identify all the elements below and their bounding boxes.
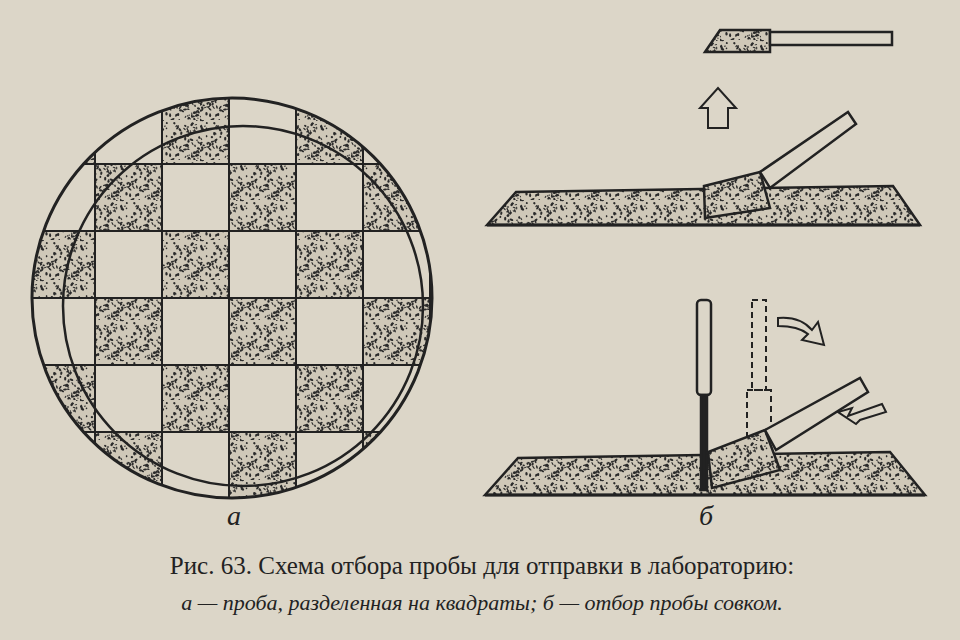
empty-square (296, 432, 363, 499)
sample-square (229, 298, 296, 365)
empty-square (162, 298, 229, 365)
empty-square (0, 97, 28, 164)
sample-square (28, 499, 95, 566)
sample-square (95, 298, 162, 365)
empty-square (296, 30, 363, 97)
empty-square (229, 365, 296, 432)
sampling-bottom (485, 300, 925, 495)
sample-square (363, 30, 430, 97)
outer-circle (32, 98, 432, 498)
sample-square (162, 231, 229, 298)
sample-square (0, 30, 28, 97)
empty-square (95, 0, 162, 30)
sample-square (95, 30, 162, 97)
caption-legend: а — проба, разделенная на квадраты; б — … (181, 590, 782, 616)
sample-square (363, 432, 430, 499)
sample-square (229, 432, 296, 499)
sample-square (296, 97, 363, 164)
sample-square (296, 365, 363, 432)
sample-square (0, 298, 28, 365)
sample-square (0, 164, 28, 231)
figure-letter: б (699, 500, 713, 532)
sampling-top (487, 30, 920, 225)
sample-square (28, 97, 95, 164)
empty-square (430, 30, 497, 97)
sample-square (430, 0, 497, 30)
empty-square (363, 0, 430, 30)
sample-square (0, 432, 28, 499)
empty-square (430, 298, 497, 365)
sample-square (296, 0, 363, 30)
sample-square (28, 365, 95, 432)
empty-square (296, 164, 363, 231)
empty-square (95, 499, 162, 566)
sample-square (229, 164, 296, 231)
empty-square (28, 432, 95, 499)
empty-square (363, 97, 430, 164)
sample-square (430, 231, 497, 298)
figure-letter: а (227, 500, 241, 532)
sample-square (430, 365, 497, 432)
empty-square (28, 30, 95, 97)
empty-square (363, 231, 430, 298)
sample-square (28, 231, 95, 298)
sample-square (95, 432, 162, 499)
sample-square (229, 30, 296, 97)
empty-square (0, 499, 28, 566)
sample-square (28, 0, 95, 30)
empty-square (229, 0, 296, 30)
empty-square (162, 164, 229, 231)
sample-square (95, 164, 162, 231)
inner-circle (63, 126, 423, 486)
empty-square (0, 231, 28, 298)
empty-square (229, 231, 296, 298)
empty-square (296, 298, 363, 365)
sample-square (430, 97, 497, 164)
empty-square (0, 365, 28, 432)
empty-square (430, 164, 497, 231)
sample-square (296, 231, 363, 298)
empty-square (0, 0, 28, 30)
sample-square (162, 0, 229, 30)
sample-squares (0, 0, 497, 566)
empty-square (430, 432, 497, 499)
empty-square (95, 97, 162, 164)
empty-square (28, 298, 95, 365)
sample-square (363, 164, 430, 231)
empty-square (162, 30, 229, 97)
figure-caption: Рис. 63. Схема отбора пробы для отправки… (170, 552, 794, 580)
sample-square (162, 365, 229, 432)
empty-square (95, 231, 162, 298)
